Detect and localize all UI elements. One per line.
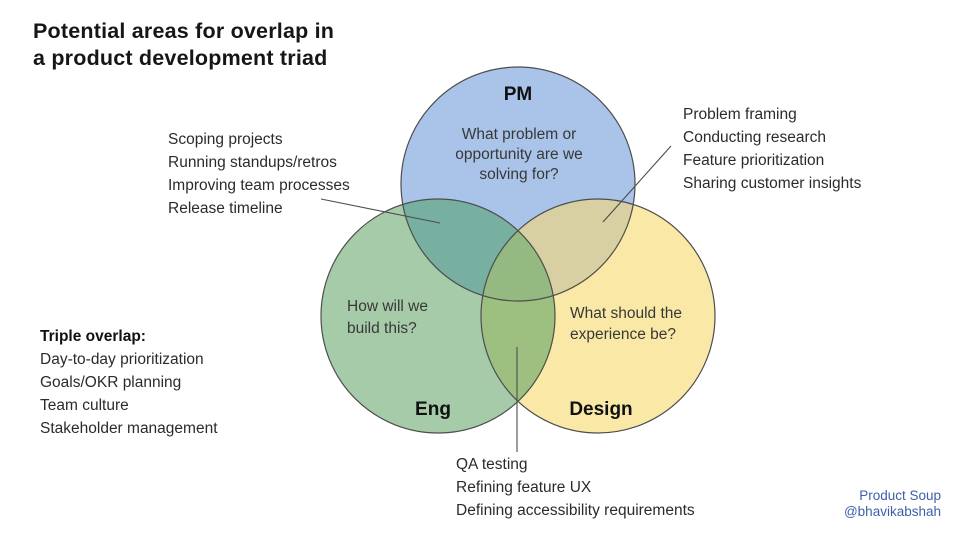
triple-overlap-block: Triple overlap: Day-to-day prioritizatio… (40, 325, 218, 440)
eng-question: How will we build this? (347, 298, 428, 337)
pm-question: What problem or opportunity are we solvi… (455, 126, 583, 183)
eng-circle-label: Eng (415, 399, 451, 420)
eng-design-annotation: QA testing Refining feature UX Defining … (456, 456, 695, 519)
pm-design-leader-line (602, 145, 672, 223)
triple-overlap-items: Day-to-day prioritization Goals/OKR plan… (40, 351, 218, 437)
design-question: What should the experience be? (570, 305, 683, 343)
eng-circle-outline (320, 198, 556, 434)
pm-design-annotation: Problem framing Conducting research Feat… (683, 106, 862, 192)
design-circle-outline (480, 198, 716, 434)
pm-circle-outline (400, 66, 636, 302)
credit-text: Product Soup @bhavikabshah (843, 488, 941, 519)
pm-eng-annotation: Scoping projects Running standups/retros… (168, 131, 350, 217)
pm-eng-leader-line (320, 198, 441, 224)
triple-overlap-heading: Triple overlap: (40, 328, 146, 345)
design-circle-label: Design (569, 399, 633, 420)
pm-circle-label: PM (503, 84, 533, 105)
page-title: Potential areas for overlap in a product… (33, 19, 335, 70)
